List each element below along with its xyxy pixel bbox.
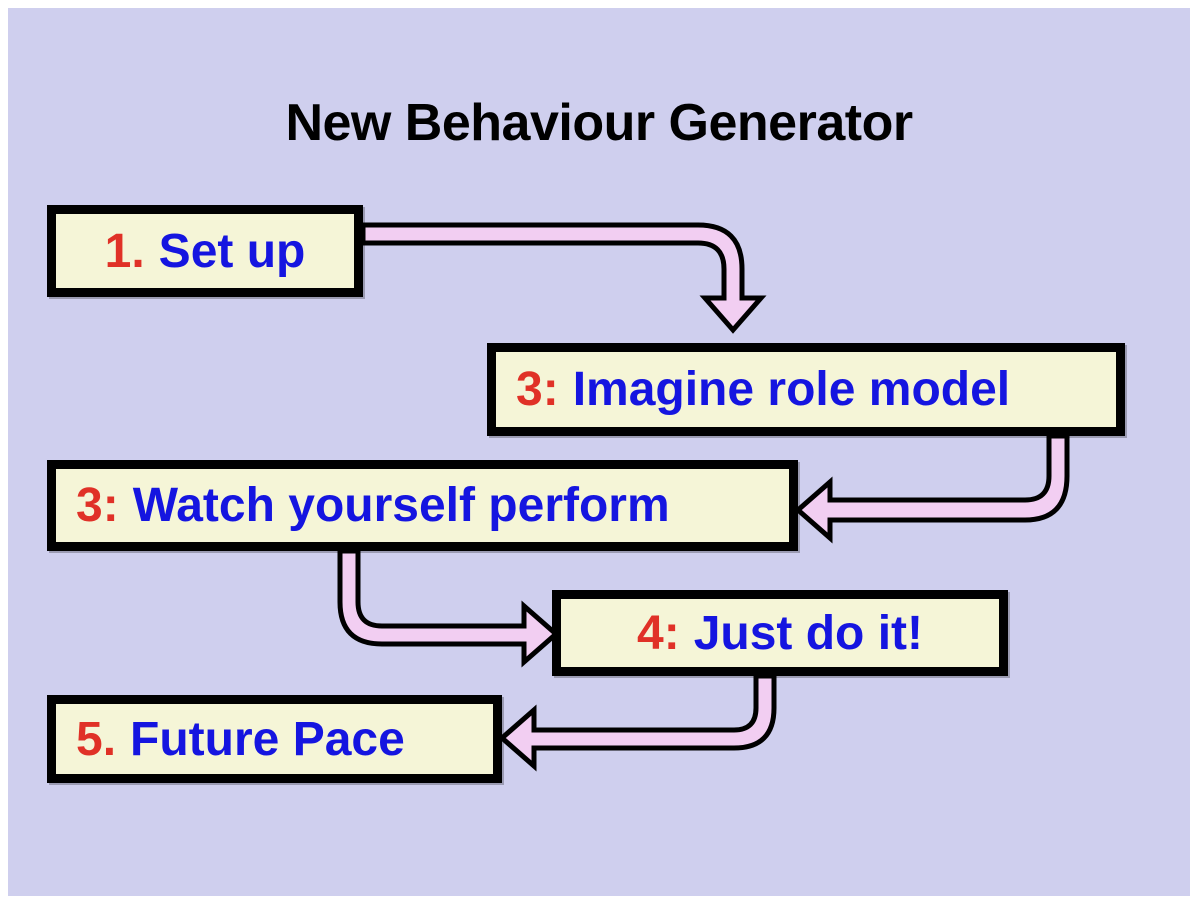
step-box-5-content: 5. Future Pace [56, 712, 493, 767]
step-box-3-content: 3: Watch yourself perform [56, 478, 789, 533]
connector-2-arrow [794, 433, 1070, 544]
step-box-1-number: 1. [104, 224, 145, 278]
step-box-4-number: 4: [637, 606, 680, 660]
step-box-1[interactable]: 1. Set up [47, 205, 363, 297]
step-box-4-content: 4: Just do it! [561, 606, 999, 661]
step-box-5-label: Future Pace [130, 712, 405, 766]
step-box-2-number: 3: [516, 363, 559, 416]
slide-surface: New Behaviour Generator 1. Set up 3: Ima… [8, 8, 1190, 896]
step-box-5-number: 5. [76, 712, 117, 766]
connector-4-arrow [498, 673, 777, 772]
step-box-3-label: Watch yourself perform [132, 479, 670, 532]
connector-layer [337, 222, 1070, 772]
step-box-2-content: 3: Imagine role model [496, 362, 1116, 417]
step-box-5[interactable]: 5. Future Pace [47, 695, 502, 783]
connector-3-arrow [337, 548, 560, 668]
step-box-3-number: 3: [76, 479, 119, 532]
step-box-1-label: Set up [158, 224, 306, 278]
step-box-3[interactable]: 3: Watch yourself perform [47, 460, 798, 551]
connector-1-arrow [360, 222, 767, 334]
step-box-4[interactable]: 4: Just do it! [552, 590, 1008, 676]
step-box-2[interactable]: 3: Imagine role model [487, 343, 1125, 436]
page-title: New Behaviour Generator [285, 94, 913, 152]
step-box-1-content: 1. Set up [56, 224, 354, 279]
step-box-2-label: Imagine role model [572, 363, 1011, 416]
step-box-4-label: Just do it! [693, 606, 923, 660]
